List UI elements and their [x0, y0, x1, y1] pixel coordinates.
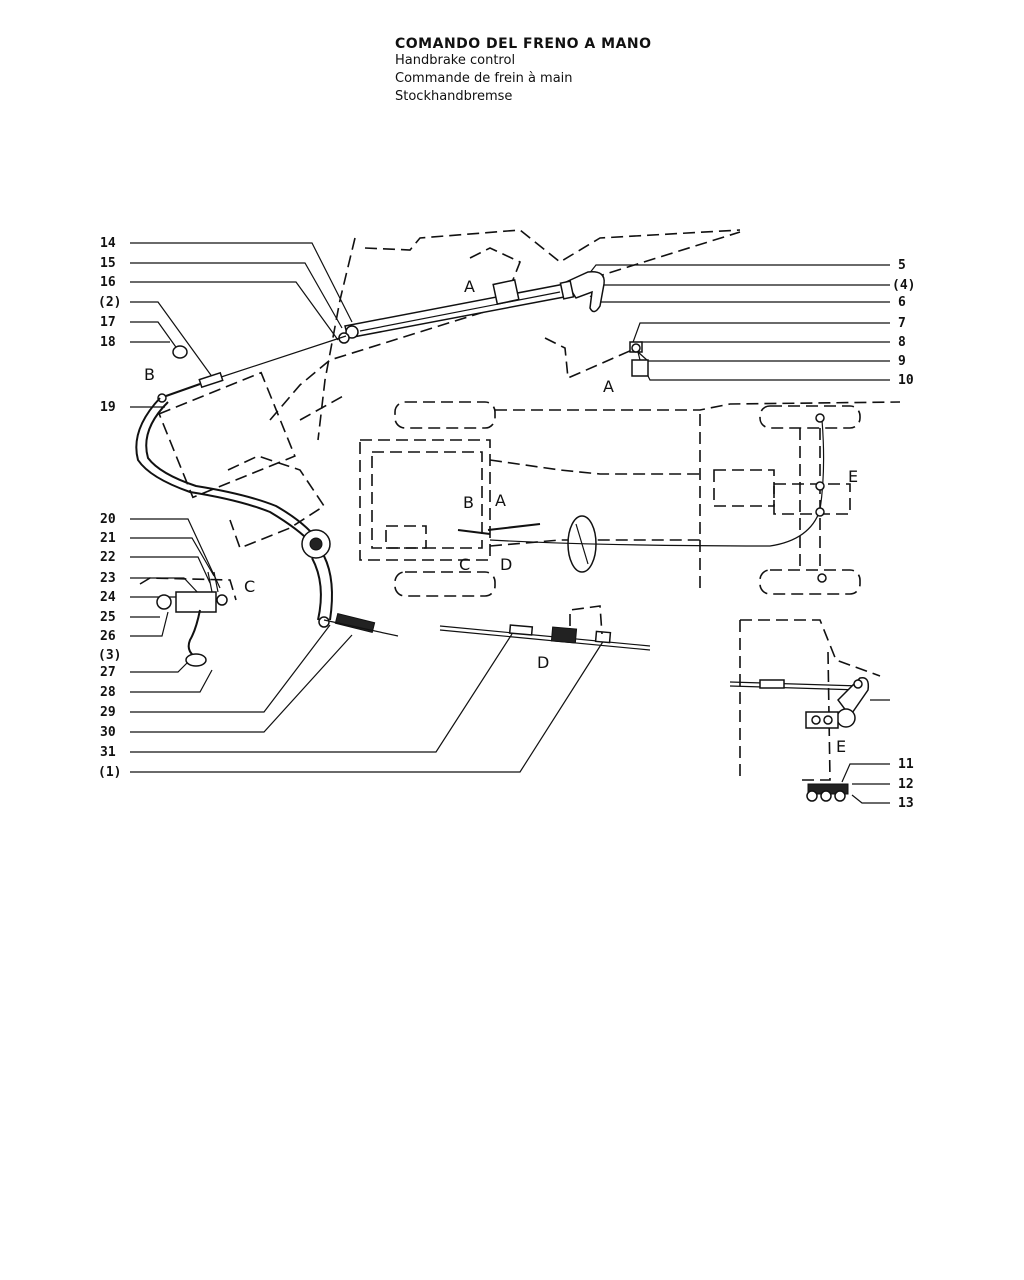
- callout-26: 26: [100, 629, 116, 644]
- callouts-left: 14 15 16 (2) 17 18 19 20 21 22 23 24 25 …: [98, 236, 121, 780]
- callout-17: 17: [100, 315, 116, 330]
- view-letter-a-detail: A: [603, 377, 614, 396]
- callout-29: 29: [100, 705, 116, 720]
- callout-15: 15: [100, 256, 116, 271]
- callout-24: 24: [100, 590, 116, 605]
- tractor-plan-view: [359, 401, 901, 597]
- title-italian: COMANDO DEL FRENO A MANO: [395, 36, 652, 52]
- callout-14: 14: [100, 236, 116, 251]
- view-letters: A A A B B C C D D E E: [144, 277, 858, 756]
- callout-5: 5: [898, 258, 906, 273]
- callout-11: 11: [898, 757, 914, 772]
- callout-7: 7: [898, 316, 906, 331]
- callout-12: 12: [898, 777, 914, 792]
- view-letter-e-plan: E: [848, 467, 858, 486]
- callout-22: 22: [100, 550, 116, 565]
- callout-10: 10: [898, 373, 914, 388]
- view-letter-c-main: C: [244, 577, 255, 596]
- detail-d: [439, 605, 651, 651]
- callout-19: 19: [100, 400, 116, 415]
- callout-2: (2): [98, 295, 121, 310]
- title-german: Stockhandbremse: [395, 89, 513, 104]
- tractor-outline-dashed: [158, 229, 741, 550]
- view-letter-b-main: B: [144, 365, 155, 384]
- view-letter-a-plan: A: [495, 491, 506, 510]
- callout-28: 28: [100, 685, 116, 700]
- callout-9: 9: [898, 354, 906, 369]
- callout-27: 27: [100, 665, 116, 680]
- callout-6: 6: [898, 295, 906, 310]
- view-letter-c-plan: C: [459, 555, 470, 574]
- callout-13: 13: [898, 796, 914, 811]
- leader-lines-left: [130, 242, 605, 773]
- callout-8: 8: [898, 335, 906, 350]
- callout-21: 21: [100, 531, 116, 546]
- view-letter-a-top: A: [464, 277, 475, 296]
- callouts-right: 5 (4) 6 7 8 9 10 11 12 13: [892, 258, 915, 811]
- callout-23: 23: [100, 571, 116, 586]
- callout-3: (3): [98, 648, 121, 663]
- detail-a: [544, 337, 649, 380]
- callout-1: (1): [98, 765, 121, 780]
- title-block: COMANDO DEL FRENO A MANO Handbrake contr…: [395, 36, 652, 106]
- view-letter-d-plan: D: [500, 555, 512, 574]
- callout-20: 20: [100, 512, 116, 527]
- handbrake-assembly: [135, 271, 605, 667]
- callout-25: 25: [100, 610, 116, 625]
- callout-18: 18: [100, 335, 116, 350]
- view-letter-d-detail: D: [537, 653, 549, 672]
- callout-4: (4): [892, 278, 915, 293]
- callout-31: 31: [100, 745, 116, 760]
- detail-e: [729, 619, 890, 802]
- title-english: Handbrake control: [395, 53, 516, 68]
- view-letter-e-detail: E: [836, 737, 846, 756]
- title-french: Commande de frein à main: [395, 71, 573, 86]
- callout-30: 30: [100, 725, 116, 740]
- view-letter-b-plan: B: [463, 493, 474, 512]
- callout-16: 16: [100, 275, 116, 290]
